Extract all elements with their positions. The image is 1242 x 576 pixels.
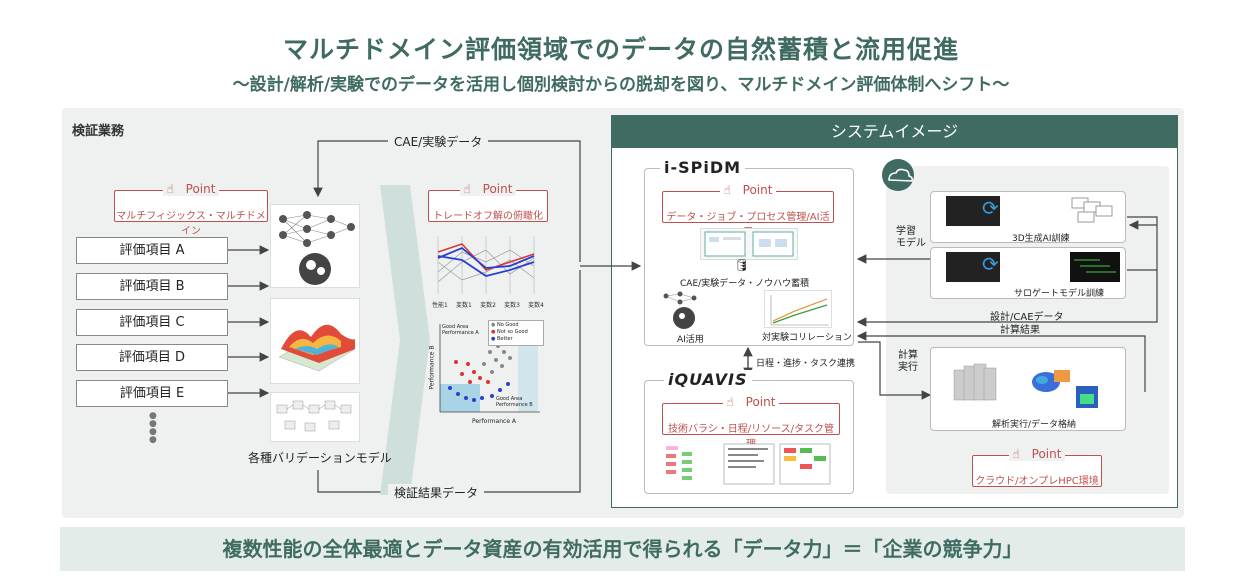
3d-model-image (946, 196, 1000, 226)
pc-xlabel-1: 変数1 (456, 302, 472, 309)
correlation-label: 対実験コリレーション (762, 333, 852, 343)
refresh-icon: ⟳ (982, 196, 999, 220)
pc-xlabel-3: 変数3 (504, 302, 520, 309)
validation-models-label: 各種バリデーションモデル (248, 451, 392, 465)
eval-item-b: 評価項目 B (76, 273, 228, 300)
analysis-label: 解析実行/データ格納 (992, 420, 1077, 430)
block-diagram-image (270, 392, 360, 442)
eval-item-e: 評価項目 E (76, 380, 228, 407)
good-area-b: Good Area Performance B (496, 396, 533, 408)
calc-result-label: 計算結果 (1000, 325, 1040, 336)
calc-exec-label: 計算 実行 (898, 350, 918, 373)
schedule-link-label: 日程・進捗・タスク連携 (756, 359, 856, 369)
point-tradeoff: ☝ Point トレードオフ解の俯瞰化 (428, 182, 548, 222)
quavis-screens-image (664, 442, 832, 486)
surrogate-model-image (946, 252, 1000, 282)
pareto-xlabel: Performance A (472, 418, 517, 425)
eval-item-a: 評価項目 A (76, 237, 228, 264)
spdm-logo: i-SPiDM (660, 158, 746, 177)
quavis-logo: iQUAVIS (664, 370, 752, 389)
section-label: 検証業務 (72, 124, 125, 139)
footer-banner: 複数性能の全体最適とデータ資産の有効活用で得られる「データ力」＝「企業の競争力」 (60, 527, 1185, 571)
ai-head-image (662, 290, 706, 330)
neural-net-image (270, 204, 360, 288)
pc-xlabel-4: 変数4 (528, 302, 544, 309)
point-hpc: ☝ Point クラウド/オンプレHPC環境 (972, 447, 1102, 487)
pareto-legend: ● No Good ● Not so Good ● Better (488, 320, 544, 346)
hand-icon: ☝ (722, 395, 742, 409)
pc-xlabel-2: 変数2 (480, 302, 496, 309)
hpc-image (950, 356, 1110, 412)
refresh-icon: ⟳ (982, 252, 999, 276)
eval-item-d: 評価項目 D (76, 344, 228, 371)
ai-dataset-image (1070, 196, 1120, 226)
parallel-coords-chart: 性能1 変数1 変数2 変数3 変数4 (432, 232, 544, 312)
hand-icon: ☝ (719, 183, 739, 197)
hand-icon: ☝ (459, 182, 479, 196)
page-title: マルチドメイン評価領域でのデータの自然蓄積と流用促進 (282, 35, 959, 64)
surface-plot-image (270, 298, 360, 384)
database-icon: 🛢 (734, 258, 750, 272)
cloud-icon (882, 159, 914, 191)
good-area-a: Good Area Performance A (442, 324, 479, 336)
flow-chevron (380, 185, 430, 495)
point-multiphysics: ☝ Point マルチフィジックス・マルチドメイン (114, 182, 268, 237)
point-task-management: ☝ Point 技術バラシ・日程/リソース/タスク管理 (662, 395, 840, 450)
learning-model-label: 学習 モデル (896, 226, 926, 249)
system-header: システムイメージ (611, 115, 1178, 148)
design-cae-label: 設計/CAEデータ (990, 312, 1064, 323)
data-storage-image (700, 228, 798, 260)
ai-training-3d-label: 3D生成AI訓練 (1012, 234, 1070, 244)
hand-icon: ☝ (162, 182, 182, 196)
eval-item-c: 評価項目 C (76, 309, 228, 336)
correlation-chart-image (764, 290, 832, 328)
ai-label: AI活用 (677, 335, 704, 345)
storage-label: CAE/実験データ・ノウハウ蓄積 (680, 279, 810, 289)
pc-xlabel-0: 性能1 (432, 302, 448, 309)
result-data-label: 検証結果データ (388, 484, 485, 501)
hand-icon: ☝ (1008, 447, 1028, 461)
more-dots: ●●●● (149, 411, 157, 445)
page-subtitle: 〜設計/解析/実験でのデータを活用し個別検討からの脱却を図り、マルチドメイン評価… (232, 75, 1010, 95)
surrogate-dataset-image (1070, 252, 1120, 282)
point-data-management: ☝ Point データ・ジョブ・プロセス管理/AI活用 (662, 183, 834, 238)
cae-data-label: CAE/実験データ (388, 133, 489, 150)
pareto-ylabel: Performance B (428, 345, 436, 390)
pareto-chart: ● No Good ● Not so Good ● Better Good Ar… (428, 320, 544, 428)
surrogate-training-label: サロゲートモデル訓練 (1014, 289, 1105, 299)
